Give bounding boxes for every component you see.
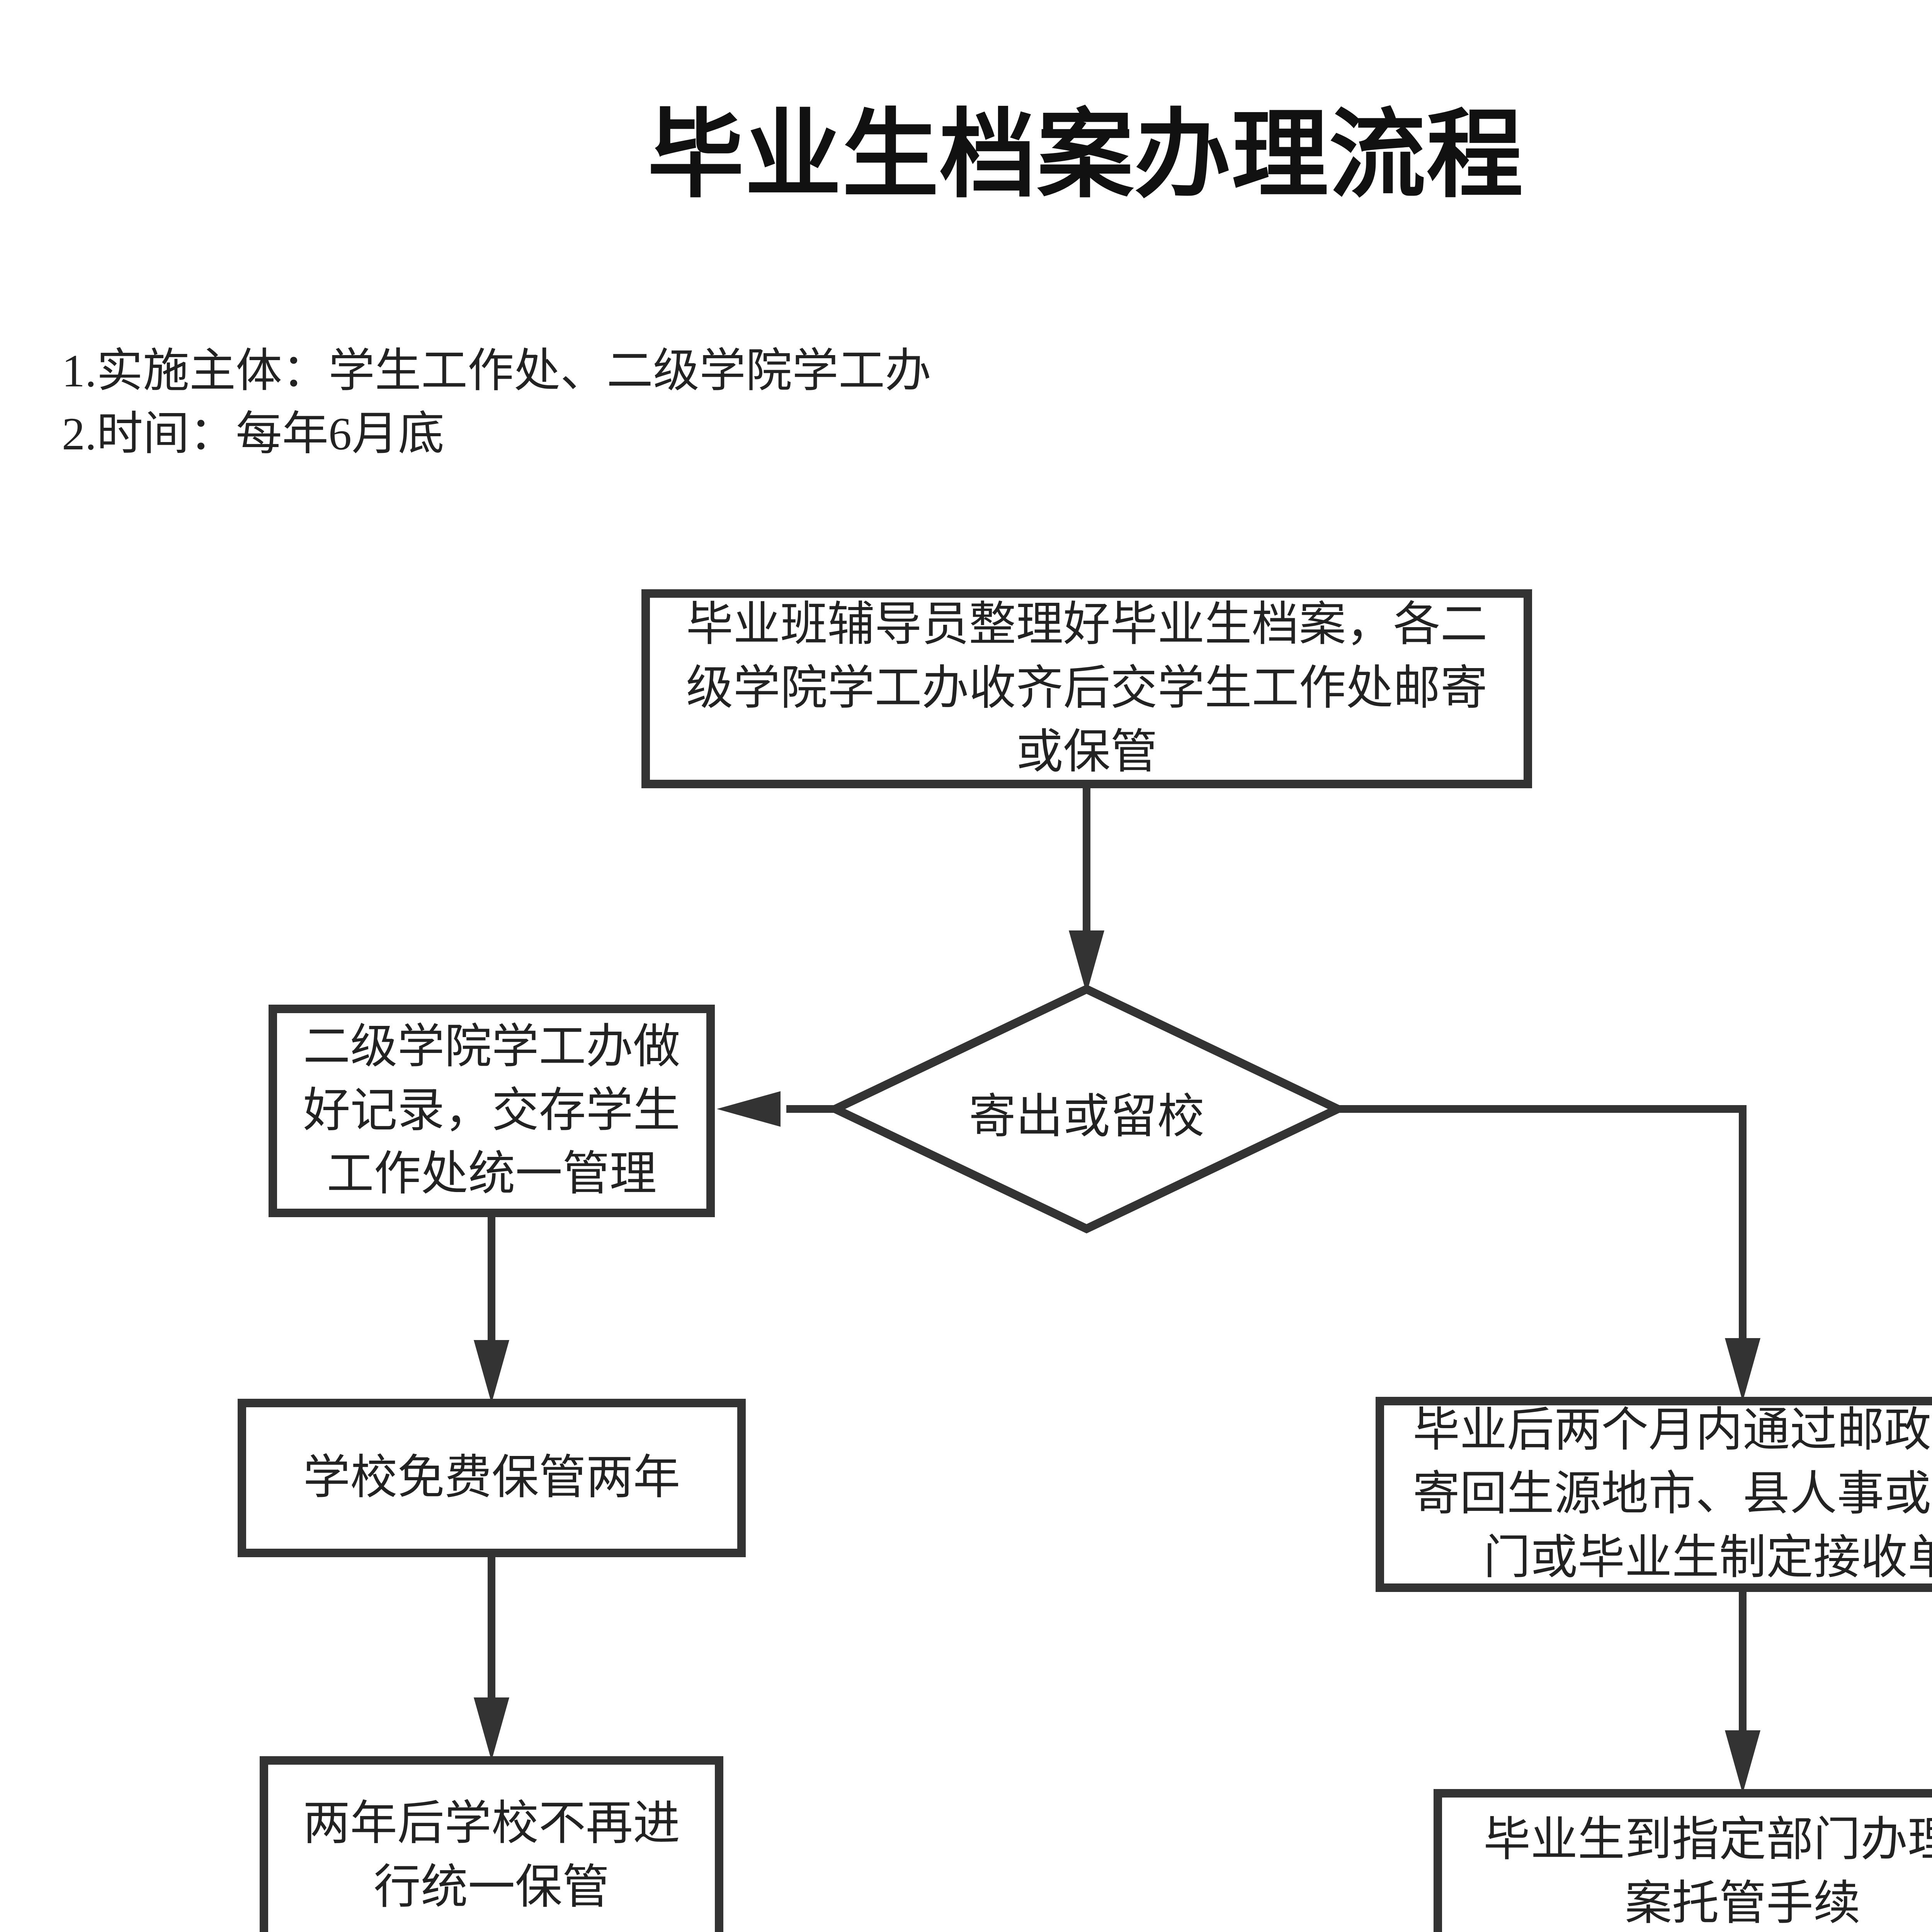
transfer-box-line-1: 毕业生到指定部门办理档 <box>1483 1814 1932 1866</box>
arrowhead-into-transfer-box <box>1725 1730 1760 1794</box>
start-box-line-2: 级学院学工办收齐后交学生工作处邮寄 <box>686 662 1488 715</box>
start-box-line-1: 毕业班辅导员整理好毕业生档案，各二 <box>686 599 1488 651</box>
keep-box-line-1: 二级学院学工办做 <box>303 1020 680 1073</box>
arrowhead-into-decision <box>1069 930 1104 994</box>
decision-label: 寄出或留校 <box>969 1091 1204 1143</box>
arrowhead-into-twoyears-box <box>474 1697 509 1761</box>
mail-box-line-1: 毕业后两个月内通过邮政部门邮 <box>1413 1404 1932 1457</box>
start-box-line-3: 或保管 <box>1016 726 1158 778</box>
keep-box-line-3: 工作处统一管理 <box>327 1148 657 1201</box>
connector-decision-to-mail <box>1338 1105 1747 1347</box>
keep-on-campus-box: 二级学院学工办做 好记录，交存学生 工作处统一管理 <box>269 1005 715 1217</box>
after-two-years-box: 两年后学校不再进 行统一保管 <box>260 1756 723 1932</box>
start-process-box: 毕业班辅导员整理好毕业生档案，各二 级学院学工办收齐后交学生工作处邮寄 或保管 <box>641 589 1532 788</box>
note-line-implementation: 1.实施主体：学生工作处、二级学院学工办 <box>62 345 931 396</box>
transfer-procedure-box: 毕业生到指定部门办理档 案托管手续 <box>1434 1789 1932 1932</box>
keep-box-line-2: 好记录，交存学生 <box>303 1084 680 1137</box>
mail-archive-box: 毕业后两个月内通过邮政部门邮 寄回生源地市、县人事或社保部 门或毕业生制定接收单… <box>1376 1397 1932 1592</box>
mail-box-line-3: 门或毕业生制定接收单位 <box>1483 1531 1932 1584</box>
arrowhead-into-mail-box <box>1725 1338 1760 1401</box>
note-line-time: 2.时间：每年6月底 <box>62 408 444 460</box>
page-title: 毕业生档案办理流程 <box>647 102 1524 209</box>
arrowhead-into-keep-box <box>717 1091 781 1127</box>
twoyears-box-line-1: 两年后学校不再进 <box>303 1797 680 1850</box>
notes-block: 1.实施主体：学生工作处、二级学院学工办 2.时间：每年6月底 <box>62 339 931 465</box>
decision-diamond-shape <box>825 984 1348 1234</box>
arrowhead-into-storage-box <box>474 1340 509 1403</box>
twoyears-box-line-2: 行统一保管 <box>374 1861 609 1913</box>
storage-box-line-1: 学校免费保管两年 <box>303 1451 680 1504</box>
mail-box-line-2: 寄回生源地市、县人事或社保部 <box>1413 1468 1932 1520</box>
transfer-box-line-2: 案托管手续 <box>1625 1878 1861 1930</box>
free-storage-box: 学校免费保管两年 <box>238 1399 746 1557</box>
